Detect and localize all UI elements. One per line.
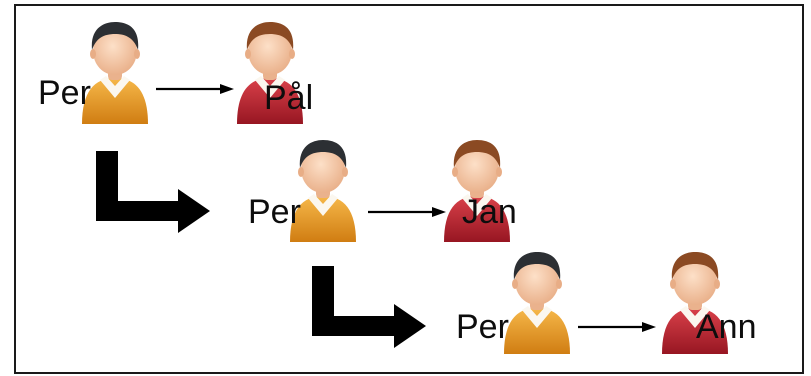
label-to: Ann	[696, 308, 757, 346]
label-from: Per	[456, 308, 509, 346]
arrow-right	[156, 84, 234, 94]
person-icon-orange	[504, 252, 570, 354]
label-from: Per	[248, 193, 301, 231]
diagram-frame: Per Pål Per Jan Per Ann	[14, 4, 804, 374]
bent-arrow-icon	[96, 151, 210, 233]
bent-arrow-icon	[312, 266, 426, 348]
label-to: Pål	[264, 79, 314, 117]
arrow-right	[368, 207, 446, 217]
arrow-right	[578, 322, 656, 332]
label-to: Jan	[462, 193, 517, 231]
label-from: Per	[38, 74, 91, 112]
